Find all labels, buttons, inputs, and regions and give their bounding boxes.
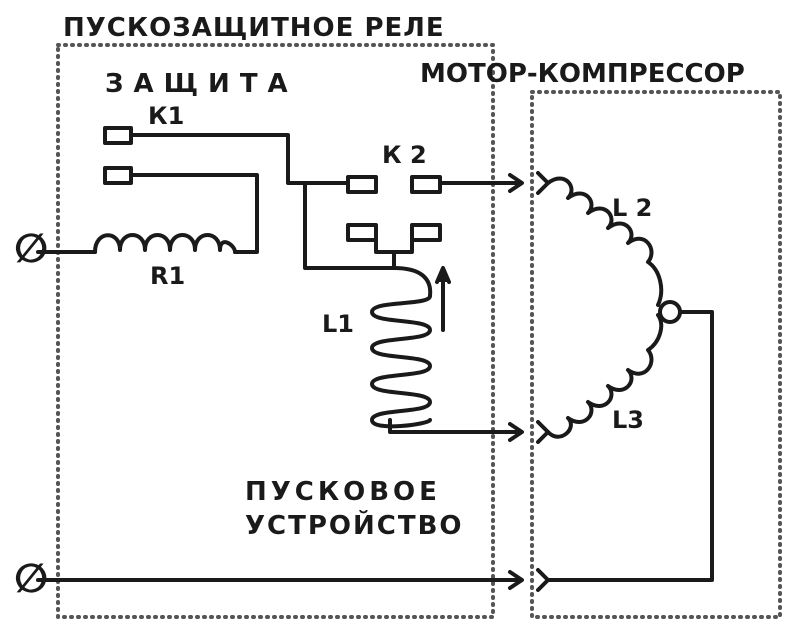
- k1-label: К1: [148, 102, 184, 130]
- k1-lower-wire: [129, 173, 259, 254]
- l1-to-motor-arrow: [508, 422, 524, 442]
- l2-label: L 2: [612, 194, 652, 222]
- k2-contact-top-left: [346, 175, 378, 194]
- junction-to-l1-wire: [303, 181, 396, 270]
- top-terminal-symbol: ∅: [14, 226, 48, 272]
- k2-contact-top-right: [410, 175, 442, 194]
- k1-contact-bottom: [103, 166, 133, 185]
- common-node: [658, 300, 682, 324]
- k2-label: К 2: [382, 141, 427, 169]
- l3-label: L3: [612, 406, 644, 434]
- k2-to-motor-arrow: [508, 173, 524, 193]
- l3-winding: [546, 313, 664, 439]
- l1-top-lead: [392, 266, 433, 298]
- l1-coil: [370, 294, 432, 429]
- k2-bridge: [374, 238, 414, 270]
- k1-upper-wire: [129, 133, 350, 185]
- l2-winding: [546, 176, 664, 307]
- protection-label: ЗАЩИТА: [105, 69, 298, 99]
- common-return-wire: [546, 310, 714, 582]
- start-device-label-line2: УСТРОЙСТВО: [245, 509, 464, 541]
- start-device-label-line1: ПУСКОВОЕ: [245, 477, 441, 507]
- armature-arrowhead: [435, 266, 451, 284]
- k2-contact-bottom-left: [346, 223, 378, 242]
- r1-label: R1: [150, 262, 185, 290]
- motor-title: МОТОР-КОМПРЕССОР: [420, 59, 745, 89]
- l1-label: L1: [322, 310, 354, 338]
- motor-enclosure: [530, 90, 782, 619]
- l1-to-motor-wire: [388, 418, 520, 434]
- k1-contact-top: [103, 126, 133, 145]
- relay-title: ПУСКОЗАЩИТНОЕ РЕЛЕ: [63, 13, 445, 43]
- bottom-input-arrow: [508, 570, 524, 590]
- k2-contact-bottom-right: [410, 223, 442, 242]
- r1-coil: [93, 233, 237, 254]
- relay-enclosure: [56, 43, 495, 619]
